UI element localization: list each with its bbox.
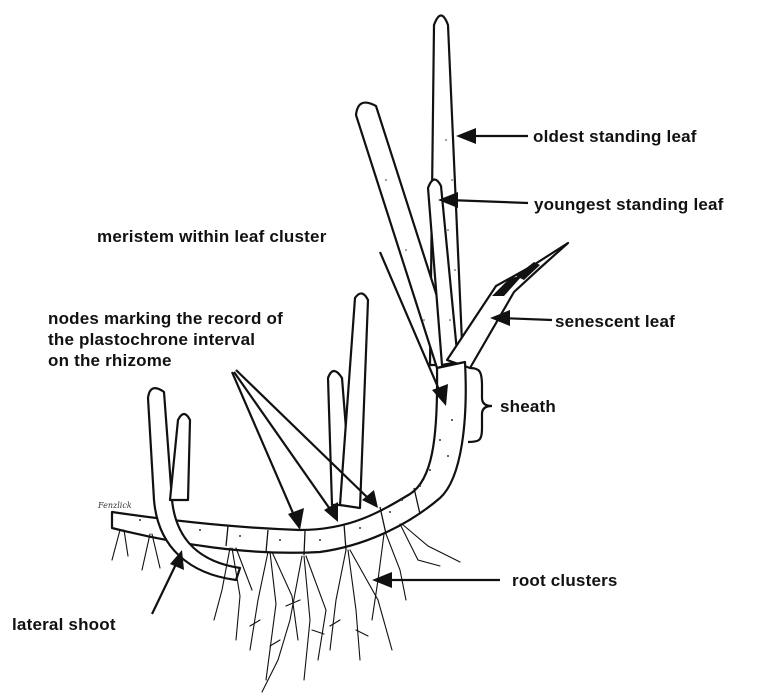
lateral-shoot-leaf bbox=[170, 414, 190, 500]
arrowhead bbox=[288, 508, 304, 530]
label-root-clusters: root clusters bbox=[512, 571, 618, 590]
arrowhead bbox=[362, 490, 378, 508]
lateral-shoot bbox=[148, 388, 240, 580]
label-sheath: sheath bbox=[500, 397, 556, 416]
arrowhead bbox=[372, 572, 392, 588]
label-youngest-standing-leaf: youngest standing leaf bbox=[534, 195, 724, 214]
plant-illustration bbox=[112, 16, 568, 693]
label-nodes-line1: nodes marking the record of bbox=[48, 309, 283, 328]
label-nodes-line2: the plastochrone interval bbox=[48, 330, 255, 349]
labels: oldest standing leaf youngest standing l… bbox=[12, 127, 724, 634]
artist-signature: Fenzlick bbox=[97, 501, 132, 510]
sheath-brace bbox=[468, 368, 492, 442]
label-meristem: meristem within leaf cluster bbox=[97, 227, 327, 246]
arrow-youngest-leaf bbox=[448, 200, 528, 203]
label-nodes-line3: on the rhizome bbox=[48, 351, 172, 370]
label-oldest-standing-leaf: oldest standing leaf bbox=[533, 127, 697, 146]
label-lateral-shoot: lateral shoot bbox=[12, 615, 116, 634]
senescent-leaf bbox=[447, 243, 568, 368]
label-senescent-leaf: senescent leaf bbox=[555, 312, 675, 331]
arrowhead bbox=[456, 128, 476, 144]
arrow-lateral-shoot bbox=[152, 560, 178, 614]
